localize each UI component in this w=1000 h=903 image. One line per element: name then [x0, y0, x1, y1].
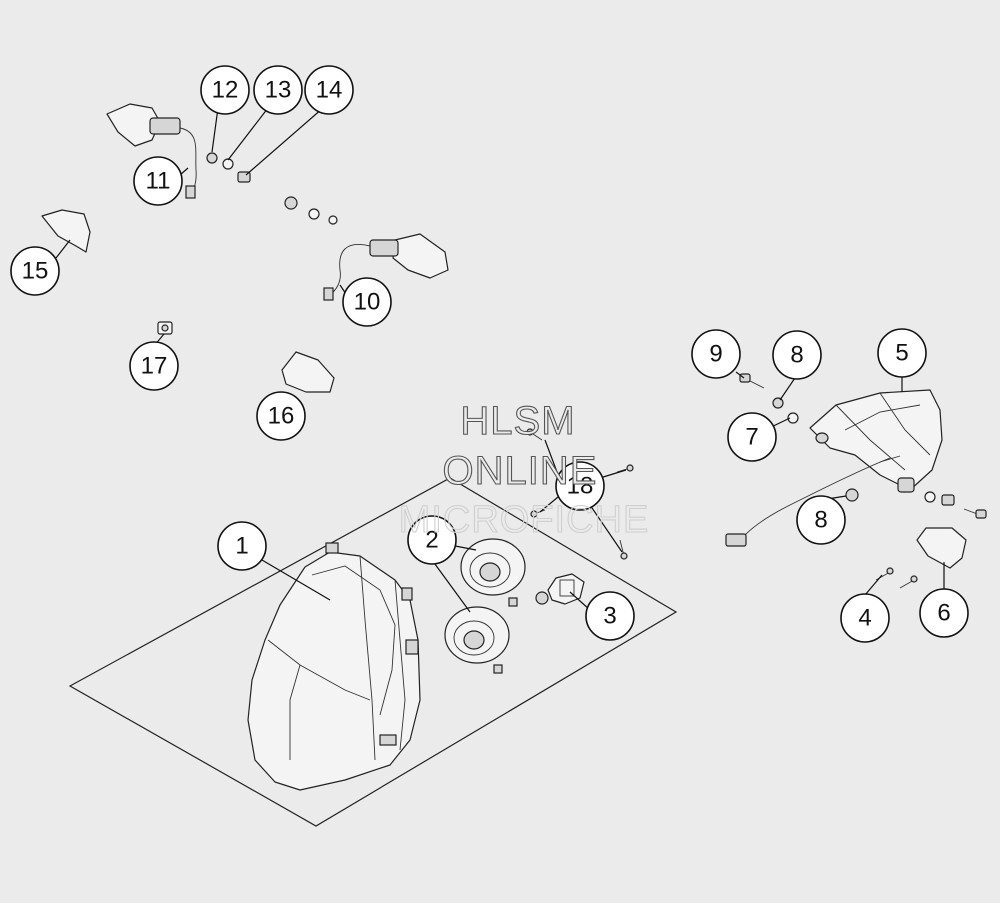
svg-text:16: 16 — [268, 403, 295, 430]
callout-3: 3 — [585, 591, 635, 641]
svg-text:8: 8 — [814, 507, 827, 534]
headlight-group-frame — [68, 477, 678, 827]
watermark-line-2: ONLINE — [443, 449, 598, 493]
nut-right — [284, 196, 298, 210]
nut-8-upper — [772, 397, 784, 409]
callout-10: 10 — [342, 277, 392, 327]
svg-text:15: 15 — [22, 258, 49, 285]
lamp-ring-upper — [460, 538, 526, 607]
svg-text:11: 11 — [146, 168, 171, 195]
svg-text:18: 18 — [567, 473, 594, 500]
callout-13: 13 — [253, 65, 303, 115]
nut-8-lower — [845, 488, 859, 502]
headlight-housing — [247, 542, 421, 791]
small-screws — [526, 428, 634, 560]
leader-lines — [55, 107, 945, 613]
lens-cover-15 — [41, 209, 91, 253]
headlight-bulb — [535, 573, 585, 605]
watermark-line-1: HLSM — [460, 399, 575, 443]
callout-14: 14 — [304, 65, 354, 115]
callout-8-lower: 8 — [796, 495, 846, 545]
nut-right-tail — [941, 494, 955, 506]
bolt-9 — [739, 373, 765, 389]
screws-4 — [875, 567, 918, 589]
svg-text:7: 7 — [745, 424, 758, 451]
callout-18: 18 — [555, 461, 605, 511]
lens-cover-16 — [281, 351, 335, 393]
svg-text:10: 10 — [354, 289, 381, 316]
svg-text:8: 8 — [790, 342, 803, 369]
turn-signal-left — [106, 103, 197, 199]
callout-2: 2 — [407, 515, 457, 565]
watermark-line-3: MICROFICHE — [399, 499, 650, 541]
svg-text:2: 2 — [425, 527, 438, 554]
callout-12: 12 — [200, 65, 250, 115]
bolt-right-tail — [963, 508, 987, 519]
watermark: HLSM ONLINE MICROFICHE — [398, 398, 650, 541]
svg-text:4: 4 — [858, 605, 871, 632]
callout-17: 17 — [129, 341, 179, 391]
washer-right-tail-a — [924, 491, 936, 503]
washer-12 — [206, 152, 218, 164]
turn-signal-right — [323, 233, 449, 301]
svg-text:6: 6 — [937, 600, 950, 627]
lamp-ring-lower — [444, 606, 510, 674]
callout-5: 5 — [877, 328, 927, 378]
clip-17 — [157, 321, 173, 335]
washer-7 — [787, 412, 799, 424]
svg-text:3: 3 — [603, 603, 616, 630]
callout-9: 9 — [691, 329, 741, 379]
nut-13 — [222, 158, 234, 170]
reflector-6 — [916, 527, 967, 569]
washer-right-b — [328, 215, 338, 225]
washer-right-a — [308, 208, 320, 220]
callout-8-upper: 8 — [772, 330, 822, 380]
svg-text:9: 9 — [709, 341, 722, 368]
svg-text:13: 13 — [265, 77, 292, 104]
callout-1: 1 — [217, 521, 267, 571]
svg-text:5: 5 — [895, 340, 908, 367]
svg-text:17: 17 — [141, 353, 168, 380]
callout-11: 11 — [133, 156, 183, 206]
svg-text:12: 12 — [212, 77, 239, 104]
callout-4: 4 — [840, 593, 890, 643]
callout-15: 15 — [10, 246, 60, 296]
svg-text:14: 14 — [316, 77, 343, 104]
callout-16: 16 — [256, 391, 306, 441]
tail-light — [725, 389, 943, 547]
callout-6: 6 — [919, 588, 969, 638]
callout-7: 7 — [727, 412, 777, 462]
svg-text:1: 1 — [235, 533, 248, 560]
